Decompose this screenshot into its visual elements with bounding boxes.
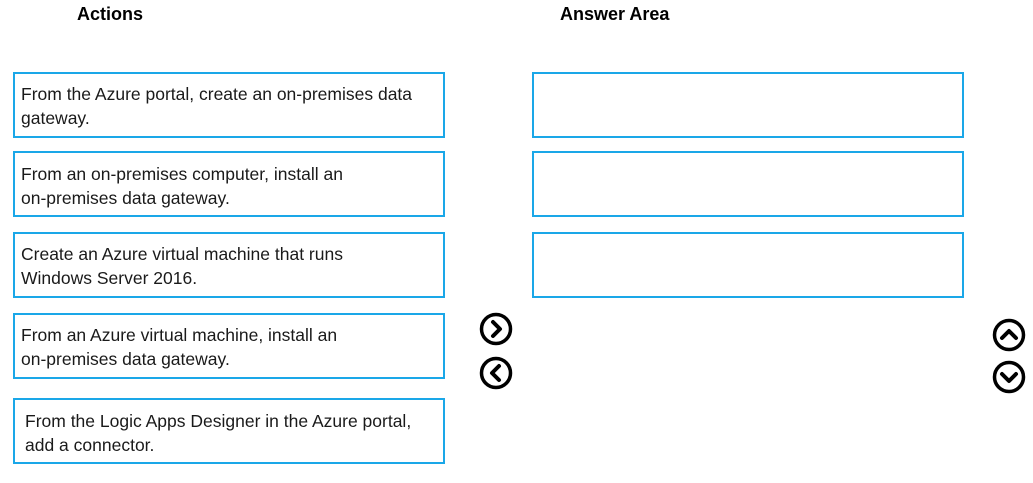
action-text-line: From an Azure virtual machine, install a… xyxy=(21,325,338,345)
answer-area-heading: Answer Area xyxy=(560,4,670,24)
action-item[interactable]: From the Azure portal, create an on-prem… xyxy=(13,72,445,138)
action-text-line: From the Azure portal, create an on-prem… xyxy=(21,84,413,104)
action-item[interactable]: From an on-premises computer, install an… xyxy=(13,151,445,217)
action-item-text: From the Azure portal, create an on-prem… xyxy=(21,82,437,130)
move-right-button[interactable] xyxy=(479,312,513,346)
action-item[interactable]: From the Logic Apps Designer in the Azur… xyxy=(13,398,445,464)
move-down-button[interactable] xyxy=(992,360,1026,394)
action-item-text: Create an Azure virtual machine that run… xyxy=(21,242,437,290)
action-item-text: From an Azure virtual machine, install a… xyxy=(21,323,437,371)
answer-slot[interactable] xyxy=(532,72,964,138)
action-text-line: on-premises data gateway. xyxy=(21,188,230,208)
action-text-line: From the Logic Apps Designer in the Azur… xyxy=(25,411,412,431)
chevron-right-circle-icon xyxy=(479,312,513,346)
answer-slot[interactable] xyxy=(532,232,964,298)
action-text-line: gateway. xyxy=(21,108,90,128)
chevron-left-circle-icon xyxy=(479,356,513,390)
action-text-line: From an on-premises computer, install an xyxy=(21,164,343,184)
action-text-line: add a connector. xyxy=(25,435,155,455)
action-item[interactable]: From an Azure virtual machine, install a… xyxy=(13,313,445,379)
action-item[interactable]: Create an Azure virtual machine that run… xyxy=(13,232,445,298)
move-up-button[interactable] xyxy=(992,318,1026,352)
chevron-up-circle-icon xyxy=(992,318,1026,352)
actions-heading: Actions xyxy=(77,4,144,24)
answer-slot[interactable] xyxy=(532,151,964,217)
action-text-line: Create an Azure virtual machine that run… xyxy=(21,244,343,264)
action-text-line: Windows Server 2016. xyxy=(21,268,198,288)
action-text-line: on-premises data gateway. xyxy=(21,349,230,369)
action-item-text: From the Logic Apps Designer in the Azur… xyxy=(25,409,437,457)
move-left-button[interactable] xyxy=(479,356,513,390)
chevron-down-circle-icon xyxy=(992,360,1026,394)
action-item-text: From an on-premises computer, install an… xyxy=(21,162,437,210)
